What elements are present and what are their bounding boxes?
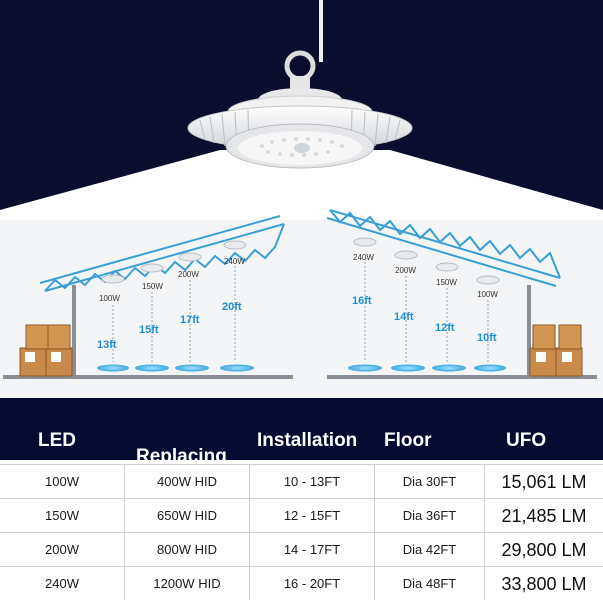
header-line: Installation <box>257 430 358 451</box>
height-label: 20ft <box>222 301 242 313</box>
header-ufo-lumens: UFO Lumens <box>506 408 579 518</box>
header-line: Watts <box>38 474 90 495</box>
table-row: 200W 800W HID 14 - 17FT Dia 42FT 29,800 … <box>0 532 603 567</box>
cell-replacing: 800W HID <box>125 533 250 567</box>
height-label: 17ft <box>180 314 200 326</box>
lamp-watt-label: 100W <box>477 290 498 299</box>
header-line: LED <box>38 430 76 451</box>
cell-watts: 200W <box>0 533 125 567</box>
header-line: Coverage <box>384 474 471 495</box>
header-installation-height: Installation Height <box>257 408 357 518</box>
header-line: Lumens <box>506 474 579 495</box>
cell-coverage: Dia 42FT <box>375 533 485 567</box>
header-floor-coverage: Floor Coverage <box>384 408 471 518</box>
cell-coverage: Dia 36FT <box>375 499 485 533</box>
cell-coverage: Dia 30FT <box>375 465 485 499</box>
cell-watts: 240W <box>0 567 125 600</box>
table-row: 240W 1200W HID 16 - 20FT Dia 48FT 33,800… <box>0 566 603 600</box>
table-header: LED Watts Replacing Installation Height … <box>0 398 603 495</box>
cell-lumens: 29,800 LM <box>501 540 587 560</box>
suspension-rod <box>319 0 323 62</box>
cell-replacing: 400W HID <box>125 465 250 499</box>
header-line: Height <box>257 474 317 495</box>
cell-replacing: 650W HID <box>125 499 250 533</box>
lamp-watt-label: 200W <box>395 266 416 275</box>
ufo-lamp <box>187 50 413 169</box>
lamp-watt-label: 240W <box>353 253 374 262</box>
cell-lumens: 15,061 LM <box>501 472 587 492</box>
header-replacing: Replacing <box>136 424 227 490</box>
cell-height: 12 - 15FT <box>250 499 375 533</box>
table-row: 150W 650W HID 12 - 15FT Dia 36FT 21,485 … <box>0 498 603 533</box>
lamp-watt-label: 150W <box>142 282 163 291</box>
cell-replacing: 1200W HID <box>125 567 250 600</box>
cell-lumens: 33,800 LM <box>501 574 587 594</box>
table-row: 100W 400W HID 10 - 13FT Dia 30FT 15,061 … <box>0 464 603 499</box>
spec-table: LED Watts Replacing Installation Height … <box>0 398 603 600</box>
height-label: 15ft <box>139 324 159 336</box>
height-label: 14ft <box>394 311 414 323</box>
left-building: 100W 150W 200W 240W 13ft 15ft 17ft 20ft <box>3 215 293 379</box>
header-line: Floor <box>384 430 432 451</box>
header-line: UFO <box>506 430 547 451</box>
right-building: 240W 200W 150W 100W 16ft 14ft 12ft 10ft <box>326 209 597 379</box>
lamp-watt-label: 100W <box>99 294 120 303</box>
warehouse-illustration: 100W 150W 200W 240W 13ft 15ft 17ft 20ft <box>0 0 603 398</box>
cell-height: 16 - 20FT <box>250 567 375 600</box>
lamp-watt-label: 150W <box>436 278 457 287</box>
height-label: 16ft <box>352 295 372 307</box>
cell-watts: 150W <box>0 499 125 533</box>
header-line: Replacing <box>136 446 227 467</box>
cell-watts: 100W <box>0 465 125 499</box>
lamp-watt-label: 200W <box>178 270 199 279</box>
cell-lumens: 21,485 LM <box>501 506 587 526</box>
lamp-watt-label: 240W <box>224 257 245 266</box>
cell-coverage: Dia 48FT <box>375 567 485 600</box>
cell-height: 10 - 13FT <box>250 465 375 499</box>
height-label: 12ft <box>435 322 455 334</box>
height-label: 13ft <box>97 339 117 351</box>
height-label: 10ft <box>477 332 497 344</box>
header-led-watts: LED Watts <box>38 408 89 518</box>
cell-height: 14 - 17FT <box>250 533 375 567</box>
